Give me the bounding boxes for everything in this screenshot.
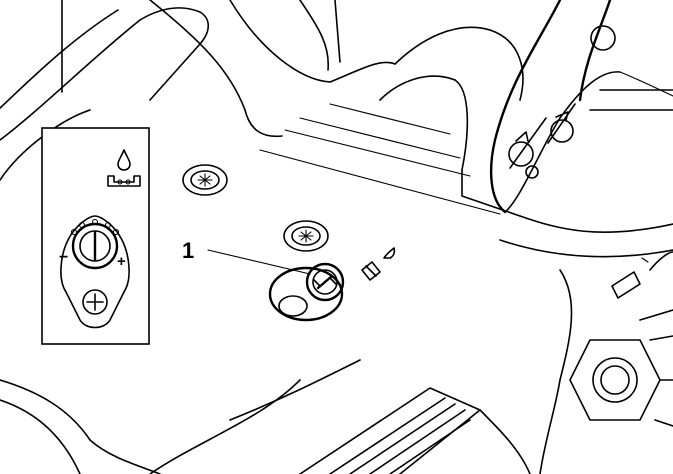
chain-brake-symbol xyxy=(508,103,576,179)
oil-pump-adjusting-screw xyxy=(268,262,345,322)
inset-detail-box: − + xyxy=(41,127,150,345)
oil-drop-icon xyxy=(117,149,131,171)
adjuster-dial xyxy=(60,215,130,329)
callout-number: 1 xyxy=(182,238,194,263)
air-vent-grille xyxy=(299,387,531,474)
housing-screw-lower xyxy=(283,220,329,252)
adjust-decrease-label: − xyxy=(59,249,68,266)
phillips-screw-icon xyxy=(82,289,108,315)
housing-screw-upper xyxy=(182,164,228,196)
adjust-increase-label: + xyxy=(117,253,126,270)
oil-chain-symbol xyxy=(361,247,396,281)
callout-leader-line xyxy=(207,249,311,275)
saw-chain-icon xyxy=(107,175,141,187)
bar-mounting-nuts xyxy=(569,309,673,427)
side-chain-oil-symbol xyxy=(611,251,673,299)
callout-1: 1 xyxy=(182,238,311,275)
